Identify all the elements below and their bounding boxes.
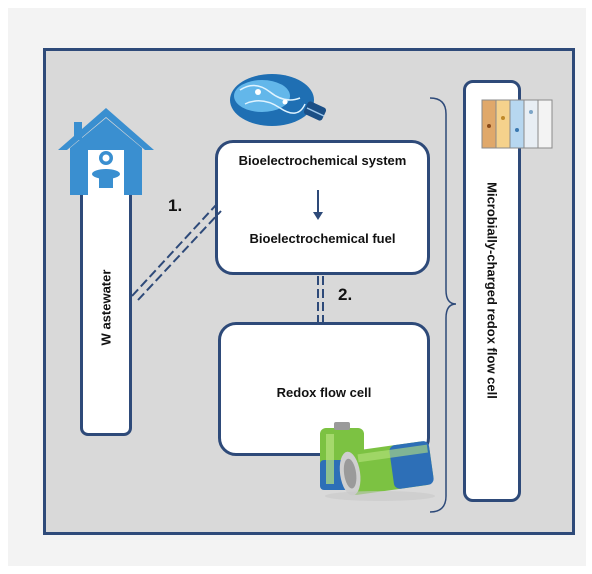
step-1-label: 1.	[168, 196, 183, 215]
bioelectrochemical-fuel-label: Bioelectrochemical fuel	[249, 231, 396, 246]
mcrfc-box	[463, 80, 521, 502]
redox-flow-cell-label: Redox flow cell	[276, 385, 372, 400]
step-2-label: 2.	[338, 285, 353, 304]
mcrfc-label: Microbially-charged redox flow cell	[484, 182, 500, 399]
wastewater-label: W astewater	[98, 269, 114, 346]
bioelectrochemical-system-label: Bioelectrochemical system	[238, 153, 407, 168]
wastewater-box	[80, 180, 132, 436]
bioelectrochemical-system-box	[215, 140, 430, 275]
